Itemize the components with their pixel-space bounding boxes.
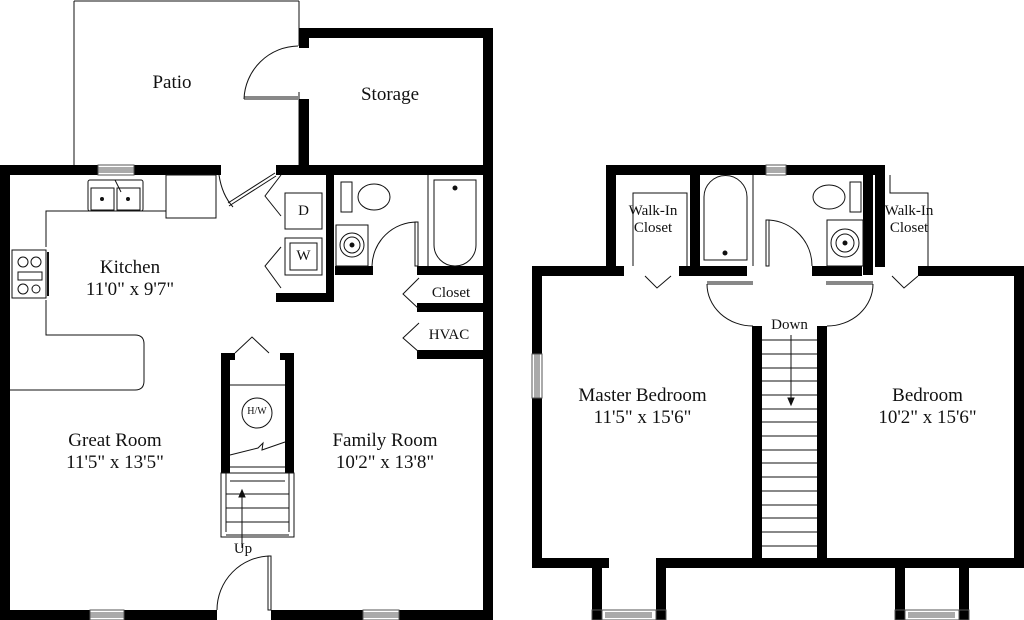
room-dimensions: 11'0" x 9'7" [85, 278, 175, 300]
closet-hvac-doors [402, 277, 420, 353]
water-heater-label: H/W [242, 406, 272, 418]
windows-second-floor [531, 164, 970, 620]
storage-walls [299, 28, 493, 178]
dryer-letter: D [298, 203, 309, 219]
room-name: Closet [431, 285, 471, 301]
laundry-walls [276, 165, 334, 302]
stairs-up [220, 441, 295, 548]
second-floor [531, 164, 1024, 620]
kitchen-sink-icon [87, 179, 144, 212]
stair-walls [221, 353, 294, 473]
room-label-kitchen: Kitchen 11'0" x 9'7" [60, 257, 200, 301]
bathroom-sink-icon [335, 224, 369, 267]
room-label-great-room: Great Room 11'5" x 13'5" [40, 430, 190, 474]
bathtub-icon [427, 175, 477, 267]
room-name: Great Room [68, 430, 162, 451]
room-dimensions: 10'2" x 13'8" [335, 451, 435, 473]
dryer-label: D [285, 203, 322, 220]
room-name: Master Bedroom [578, 385, 707, 406]
room-label-storage: Storage [350, 84, 430, 106]
walk-in-closet-doors [644, 275, 919, 289]
upstairs-bath-door [765, 219, 813, 267]
washer-letter: W [296, 248, 311, 264]
room-name: Bedroom [892, 385, 963, 406]
stairs-down-label: Down [762, 317, 817, 335]
front-door [216, 555, 272, 611]
bedroom-doors [706, 281, 874, 327]
room-label-hvac: HVAC [422, 327, 476, 344]
room-label-patio: Patio [137, 72, 207, 94]
first-floor [0, 0, 493, 620]
room-name: Family Room [332, 430, 438, 451]
dryer-icon [284, 192, 323, 230]
room-label-family-room: Family Room 10'2" x 13'8" [310, 430, 460, 474]
toilet-icon [340, 181, 391, 213]
laundry-bifold-doors [264, 174, 282, 289]
water-heater-icon [230, 384, 285, 429]
room-name-line1: Walk-In [884, 203, 934, 219]
bathroom-door-swing [371, 221, 419, 267]
upstairs-bathtub-icon [703, 175, 754, 266]
upstairs-sink-icon [826, 219, 864, 267]
water-heater-text: H/W [247, 406, 267, 417]
room-dimensions: 11'5" x 13'5" [66, 451, 164, 473]
room-dimensions: 10'2" x 15'6" [878, 406, 977, 428]
bathroom-walls [335, 266, 493, 359]
room-label-walk-in-closet-right: Walk-In Closet [873, 203, 945, 238]
washer-label: W [285, 248, 322, 265]
room-name-line2: Closet [889, 220, 929, 237]
stairs-direction: Down [771, 317, 808, 333]
room-dimensions: 11'5" x 15'6" [593, 406, 692, 428]
room-name: HVAC [428, 327, 470, 343]
windows-first-floor [89, 164, 400, 620]
walk-in-closet-shelves [632, 175, 929, 266]
second-floor-walls [532, 165, 1024, 620]
room-name-line2: Closet [633, 220, 673, 237]
stairs-up-label: Up [228, 541, 258, 558]
room-label-bedroom: Bedroom 10'2" x 15'6" [855, 385, 1000, 429]
stove-icon [11, 249, 49, 299]
room-name: Kitchen [99, 257, 161, 278]
first-floor-walls [0, 165, 493, 620]
room-label-walk-in-closet-left: Walk-In Closet [616, 203, 690, 238]
washer-icon [284, 237, 323, 276]
stairs-direction: Up [233, 541, 253, 557]
patio-door-swing [243, 45, 299, 100]
kitchen-patio-door [218, 172, 277, 208]
room-label-master-bedroom: Master Bedroom 11'5" x 15'6" [555, 385, 730, 429]
room-label-closet: Closet [422, 285, 480, 302]
room-name: Storage [360, 84, 420, 105]
stairs-down [762, 335, 817, 547]
upstairs-toilet-icon [812, 181, 862, 213]
utility-door [234, 336, 270, 354]
room-name-line1: Walk-In [628, 203, 678, 219]
room-name: Patio [152, 72, 192, 93]
